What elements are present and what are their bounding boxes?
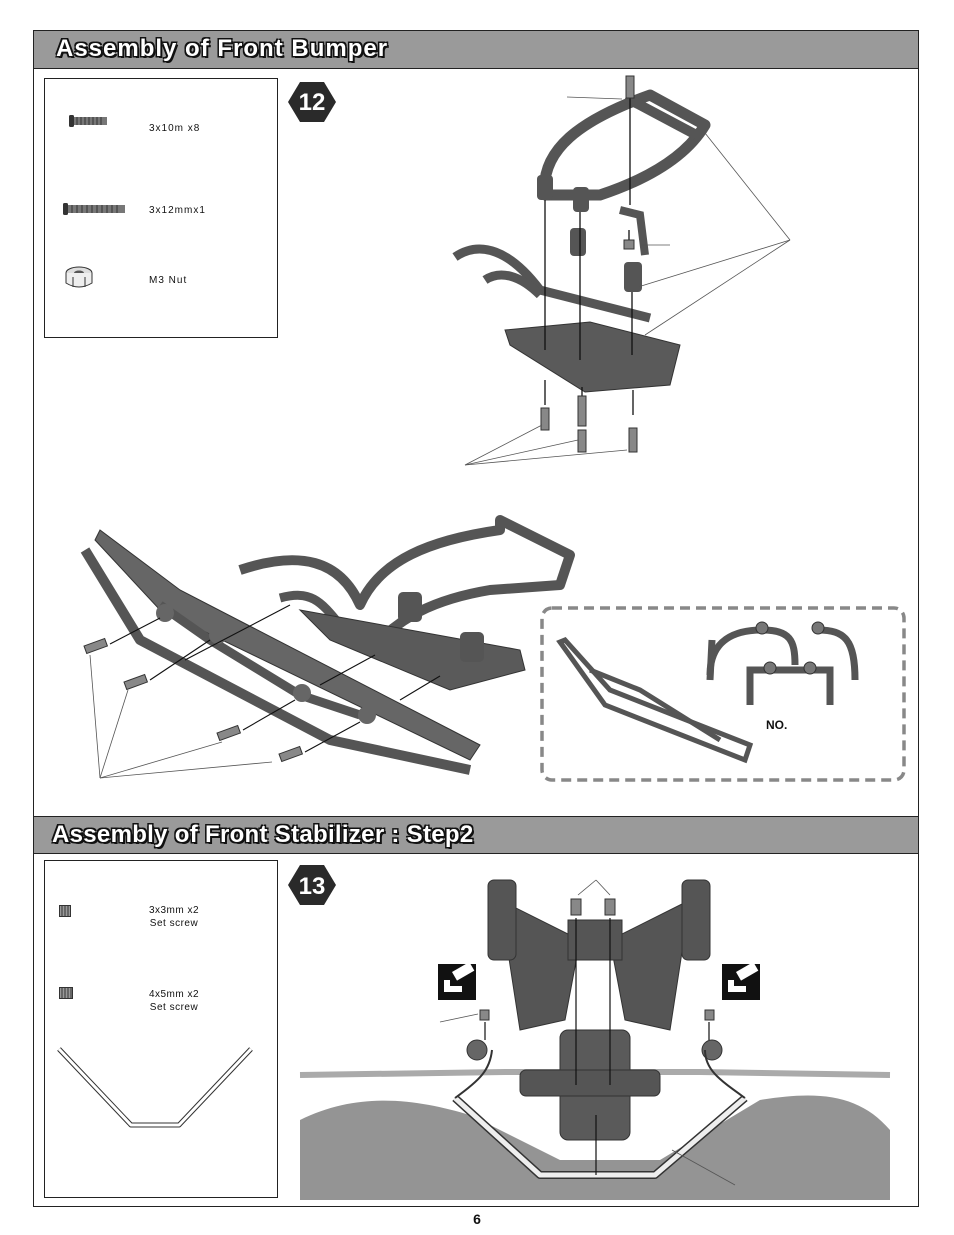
bumper-assembly-view: [84, 520, 570, 778]
hex-wrench-icon: [722, 962, 760, 1000]
hex-wrench-icon: [438, 962, 476, 1000]
bumper-mount-exploded-view: [455, 76, 790, 465]
part-number-inset: [542, 608, 904, 780]
page-number: 6: [0, 1211, 954, 1227]
svg-text:13: 13: [299, 873, 326, 900]
stabilizer-assembly-view: [300, 880, 890, 1200]
step-12-badge: 12: [288, 82, 336, 122]
step-13-badge: 13: [288, 865, 336, 905]
inset-number-label: NO.: [766, 718, 787, 732]
svg-text:12: 12: [299, 89, 326, 116]
